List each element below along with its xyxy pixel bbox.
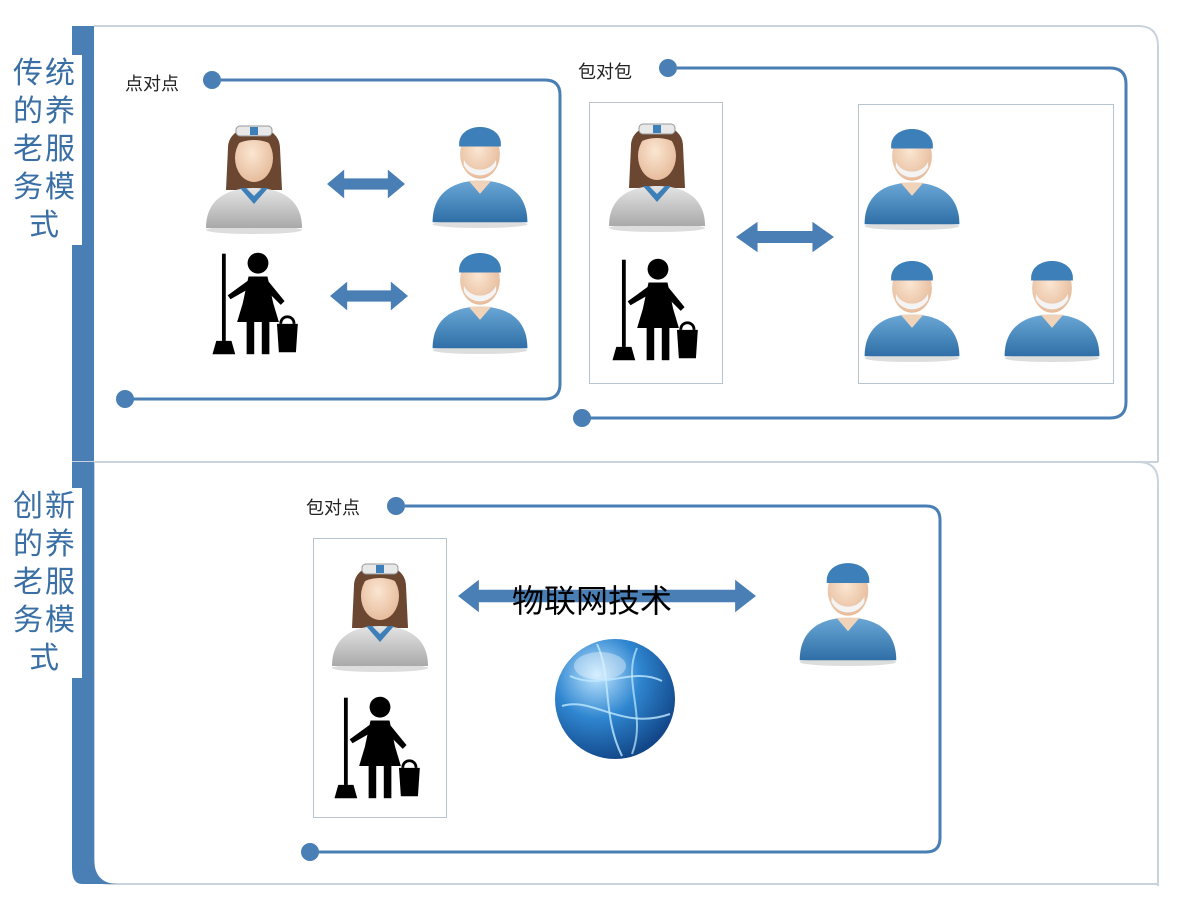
pkg2pkg-label: 包对包 [578, 62, 632, 83]
elder-icon [432, 127, 528, 228]
cleaner-icon [211, 251, 300, 356]
double-arrow-icon [327, 169, 405, 199]
pkg2p-label: 包对点 [306, 498, 360, 519]
elder-icon [864, 129, 960, 230]
pkg2pkg-bracket [573, 59, 1128, 427]
double-arrow-icon [736, 221, 834, 253]
double-arrow-icon [330, 281, 408, 311]
caregiver-package-box [313, 538, 447, 818]
caregiver-icon [608, 123, 706, 232]
elder-icon [864, 261, 960, 362]
elder-icon [1004, 261, 1100, 362]
traditional-side-label: 传统的养老服务模式 [8, 55, 82, 245]
caregiver-package-box [589, 102, 723, 384]
innovative-side-label: 创新的养老服务模式 [8, 488, 82, 678]
p2p-bracket [116, 71, 562, 408]
p2p-label: 点对点 [125, 74, 179, 95]
elder-icon [799, 563, 897, 666]
iot-tech-label: 物联网技术 [512, 582, 673, 620]
cleaner-icon [333, 695, 422, 800]
globe-icon [555, 639, 675, 759]
pkg2p-bracket [301, 497, 942, 861]
double-arrow-icon [458, 579, 756, 613]
caregiver-icon [205, 125, 303, 234]
cleaner-icon [611, 257, 700, 362]
caregiver-icon [331, 563, 429, 672]
elder-icon [432, 253, 528, 354]
elder-package-box [858, 104, 1114, 384]
innovative-frame [72, 461, 1159, 886]
